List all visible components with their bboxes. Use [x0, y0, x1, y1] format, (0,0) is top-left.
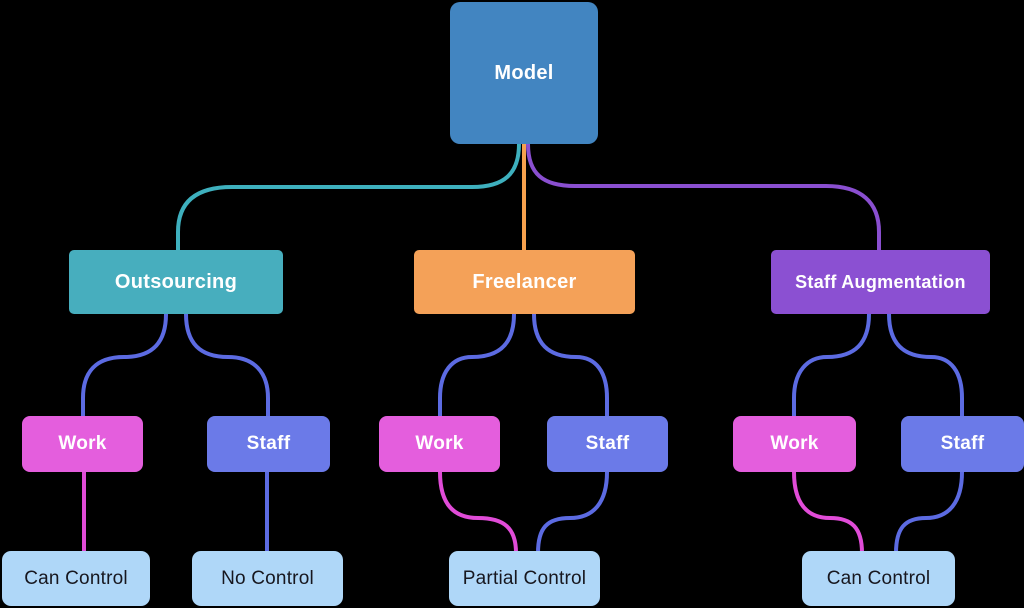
node-outsourcing-work: Work [22, 416, 143, 472]
edge-staff-augmentation-work [792, 313, 871, 418]
edge-staff-augmentation-staff [887, 313, 964, 418]
edge-model-outsourcing [176, 143, 521, 252]
node-freelancer-work: Work [379, 416, 500, 472]
node-staff-augmentation: Staff Augmentation [771, 250, 990, 314]
node-outcome-can-control-right: Can Control [802, 551, 955, 606]
node-outcome-no-control: No Control [192, 551, 343, 606]
edge-work3-can-control [792, 471, 864, 554]
node-freelancer-staff: Staff [547, 416, 668, 472]
edge-staff2-partial-control [536, 471, 609, 554]
node-model: Model [450, 2, 598, 144]
node-freelancer: Freelancer [414, 250, 635, 314]
edge-freelancer-staff [532, 313, 609, 418]
edge-staff3-can-control [894, 471, 964, 554]
node-staff-augmentation-staff: Staff [901, 416, 1024, 472]
edge-outsourcing-work [81, 313, 168, 418]
edge-model-staff-augmentation [526, 143, 881, 252]
edge-work2-partial-control [438, 471, 518, 554]
node-outcome-partial-control: Partial Control [449, 551, 600, 606]
edge-freelancer-work [438, 313, 516, 418]
node-staff-augmentation-work: Work [733, 416, 856, 472]
node-outcome-can-control-left: Can Control [2, 551, 150, 606]
node-outsourcing: Outsourcing [69, 250, 283, 314]
edge-outsourcing-staff [184, 313, 270, 418]
node-outsourcing-staff: Staff [207, 416, 330, 472]
